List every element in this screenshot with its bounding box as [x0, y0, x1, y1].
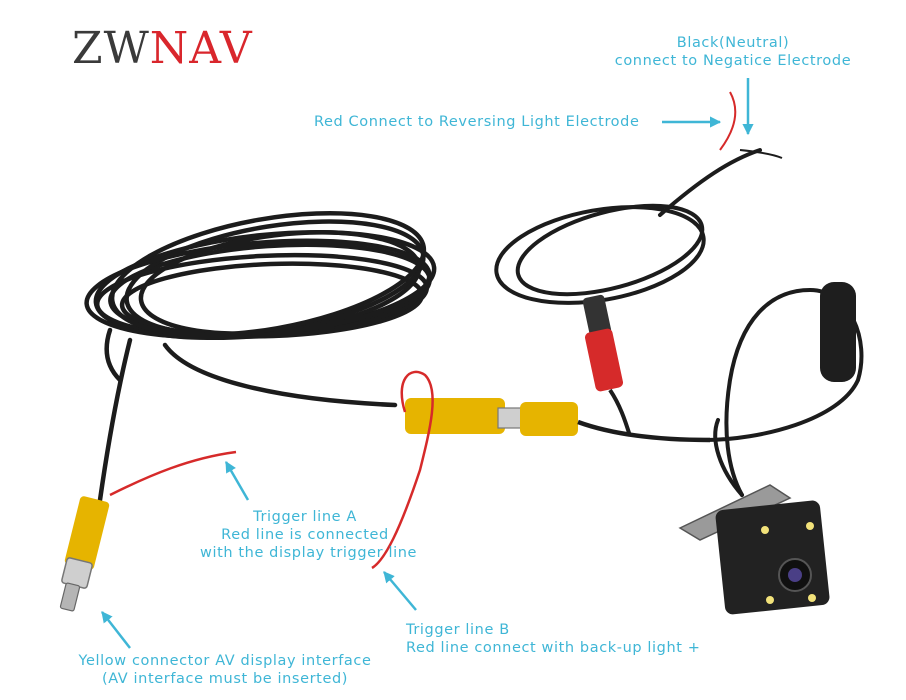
rca-plug-icon — [59, 496, 110, 612]
label-trigger-a-line2: Red line is connected — [221, 527, 389, 543]
power-connector — [582, 294, 632, 437]
inline-module — [820, 282, 856, 382]
logo-accent-text: NAV — [149, 23, 253, 74]
label-black-neutral: Black(Neutral) connect to Negatice Elect… — [598, 34, 868, 70]
label-trigger-b-line2: Red line connect with back-up light + — [406, 640, 701, 656]
label-red-reversing: Red Connect to Reversing Light Electrode — [314, 114, 640, 130]
label-black-neutral-line2: connect to Negatice Electrode — [614, 53, 852, 69]
logo-dark-text: ZW — [72, 23, 150, 74]
label-trigger-b-line1: Trigger line B — [406, 622, 510, 638]
label-trigger-b: Trigger line B Red line connect with bac… — [406, 621, 701, 657]
label-trigger-a-line3: with the display trigger line — [200, 545, 418, 561]
camera-icon — [678, 484, 830, 615]
label-yellow-connector: Yellow connector AV display interface (A… — [60, 652, 390, 688]
label-trigger-a-line1: Trigger line A — [253, 509, 357, 525]
arrow-icon — [101, 611, 131, 649]
label-yellow-connector-line2: (AV interface must be inserted) — [101, 671, 349, 687]
label-trigger-a: Trigger line A Red line is connected wit… — [200, 508, 418, 562]
arrow-icon — [383, 571, 417, 611]
cable-coil-icon — [84, 211, 437, 383]
label-black-neutral-line1: Black(Neutral) — [676, 35, 790, 51]
label-yellow-connector-line1: Yellow connector AV display interface — [78, 653, 372, 669]
arrow-icon — [224, 461, 250, 501]
rca-coupler — [405, 398, 711, 443]
brand-logo: ZWNAV — [72, 26, 253, 72]
